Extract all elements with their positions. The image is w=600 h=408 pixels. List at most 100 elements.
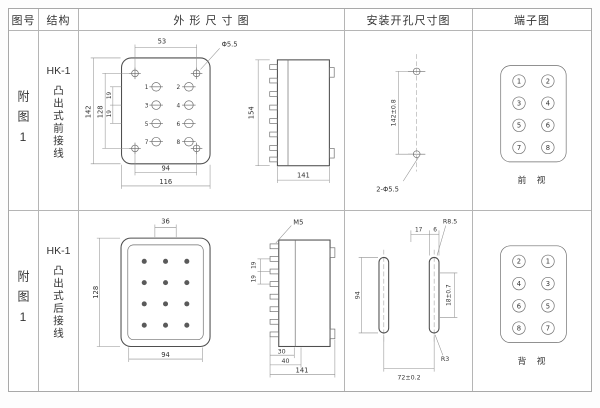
dim-94: 94 — [355, 291, 362, 299]
dim-19b: 19 — [252, 275, 258, 283]
slot-centerlines — [383, 249, 435, 343]
side-view-body-rear — [278, 239, 331, 348]
figure-no-cell-row2: 附图1 — [9, 211, 39, 391]
dim-53: 53 — [158, 38, 167, 46]
dim-94: 94 — [162, 165, 171, 173]
view-caption: 背 视 — [518, 355, 550, 367]
install-drawing-cell-rear: 17 6 R8.5 94 18±0.7 R3 72±0.2 — [345, 211, 473, 391]
terminal-no: 7 — [517, 144, 521, 152]
terminal-no: 8 — [176, 140, 180, 146]
structure-cell-row1: HK-1 凸出式前接线 — [39, 31, 79, 211]
terminal-block-outline — [500, 65, 567, 163]
terminal-no: 2 — [176, 85, 180, 91]
figure-number: 附图1 — [16, 89, 30, 152]
relay-front-body — [120, 57, 211, 165]
dim-40: 40 — [282, 358, 290, 365]
terminal-no: 1 — [517, 77, 521, 85]
dim-142: 142 — [85, 105, 93, 118]
terminal-no: 6 — [546, 122, 550, 130]
outline-drawing-rear: 36 128 94 M5 19 1 — [92, 218, 336, 378]
terminal-circle-numbers: 2 1 4 3 6 5 8 7 — [517, 258, 550, 333]
structure-description: 凸出式前接线 — [52, 85, 64, 160]
terminal-no: 2 — [517, 258, 521, 266]
side-view-details — [269, 59, 335, 166]
header-install-dims: 安装开孔尺寸图 — [345, 9, 473, 31]
mounting-holes — [129, 67, 203, 155]
outline-drawing-front: 1 2 3 4 5 6 7 8 53 Φ5.5 142 128 — [85, 38, 335, 189]
outline-drawing-cell-front: 1 2 3 4 5 6 7 8 53 Φ5.5 142 128 — [79, 31, 345, 211]
header-terminal-diagram: 端子图 — [473, 9, 591, 31]
dim-r-outer: R8.5 — [443, 219, 457, 226]
terminal-no: 2 — [546, 77, 550, 85]
view-caption: 前 视 — [518, 174, 550, 186]
dim-94: 94 — [161, 351, 170, 359]
outline-drawing-cell-rear: 36 128 94 M5 19 1 — [79, 211, 345, 391]
terminal-no: 3 — [145, 104, 149, 110]
terminal-no: 5 — [546, 302, 550, 310]
dim-128: 128 — [96, 105, 104, 118]
terminal-no: 3 — [517, 100, 521, 108]
terminal-block-outline — [500, 245, 567, 343]
install-drawing-cell-front: 142±0.8 2-Φ5.5 — [345, 31, 473, 211]
dimension-lines-rear — [96, 224, 203, 362]
terminal-no: 3 — [546, 280, 550, 288]
terminal-no: 5 — [517, 122, 521, 130]
terminal-diagram-cell-front: 1 2 3 4 5 6 7 8 前 视 — [473, 31, 591, 211]
terminal-diagram-rear: 2 1 4 3 6 5 8 7 背 视 — [500, 245, 567, 367]
terminal-no: 8 — [546, 144, 550, 152]
figure-number: 附图1 — [16, 270, 30, 332]
dimension-lines-side — [255, 59, 330, 184]
dimension-lines-side-rear — [257, 225, 336, 378]
dim-slot: 18±0.7 — [447, 284, 453, 306]
relay-spec-table: 图号 结构 外 形 尺 寸 图 安装开孔尺寸图 端子图 附图1 HK-1 凸出式… — [8, 8, 592, 392]
terminal-diagram-front: 1 2 3 4 5 6 7 8 前 视 — [500, 65, 567, 186]
dim-hole-dia: Φ5.5 — [222, 40, 238, 48]
model-label: HK-1 — [46, 245, 71, 257]
dim-36: 36 — [161, 218, 170, 226]
mounting-slots — [378, 256, 440, 334]
structure-cell-row2: HK-1 凸出式后接线 — [39, 211, 79, 391]
terminal-numbers: 1 2 3 4 5 6 7 8 — [145, 85, 181, 146]
dimension-lines-front — [90, 44, 220, 189]
dim-116: 116 — [159, 178, 172, 186]
dim-19b: 19 — [107, 110, 113, 118]
dim-span: 72±0.2 — [397, 374, 420, 381]
dim-19a: 19 — [107, 91, 113, 99]
dim-19a: 19 — [252, 261, 258, 269]
header-figure-no: 图号 — [9, 9, 39, 31]
side-view-details-rear — [269, 240, 336, 347]
terminal-no: 4 — [546, 100, 550, 108]
terminal-no: 1 — [145, 85, 149, 91]
dim-141: 141 — [297, 171, 310, 179]
dim-6: 6 — [433, 227, 437, 233]
install-dim-lines-rear — [358, 225, 458, 372]
install-drawing-rear: 17 6 R8.5 94 18±0.7 R3 72±0.2 — [355, 219, 458, 381]
model-label: HK-1 — [46, 65, 71, 77]
terminal-circle-numbers: 1 2 3 4 5 6 7 8 — [517, 77, 550, 151]
structure-description: 凸出式后接线 — [52, 265, 64, 340]
dim-128: 128 — [92, 286, 100, 299]
terminal-no: 4 — [517, 280, 521, 288]
dim-17: 17 — [415, 227, 423, 233]
terminal-no: 7 — [145, 140, 149, 146]
terminal-no: 7 — [546, 325, 550, 333]
dim-154: 154 — [247, 106, 255, 119]
relay-rear-body — [120, 237, 211, 348]
dim-drill-label: 2-Φ5.5 — [376, 186, 399, 194]
terminal-no: 6 — [517, 302, 521, 310]
dim-141: 141 — [296, 367, 309, 375]
figure-no-cell-row1: 附图1 — [9, 31, 39, 211]
terminal-diagram-cell-rear: 2 1 4 3 6 5 8 7 背 视 — [473, 211, 591, 391]
rear-terminal-dots — [141, 258, 190, 328]
terminal-no: 1 — [546, 258, 550, 266]
relay-rear-inner — [127, 244, 204, 341]
terminal-no: 5 — [145, 122, 149, 128]
terminal-no: 6 — [176, 122, 180, 128]
dim-hole-pitch: 142±0.8 — [391, 99, 398, 126]
dim-30: 30 — [278, 348, 286, 355]
install-dim-lines — [395, 71, 419, 182]
terminal-circles — [512, 74, 555, 155]
install-drawing-front: 142±0.8 2-Φ5.5 — [376, 54, 426, 194]
terminal-no: 4 — [176, 104, 180, 110]
header-outline-dims: 外 形 尺 寸 图 — [79, 9, 345, 31]
